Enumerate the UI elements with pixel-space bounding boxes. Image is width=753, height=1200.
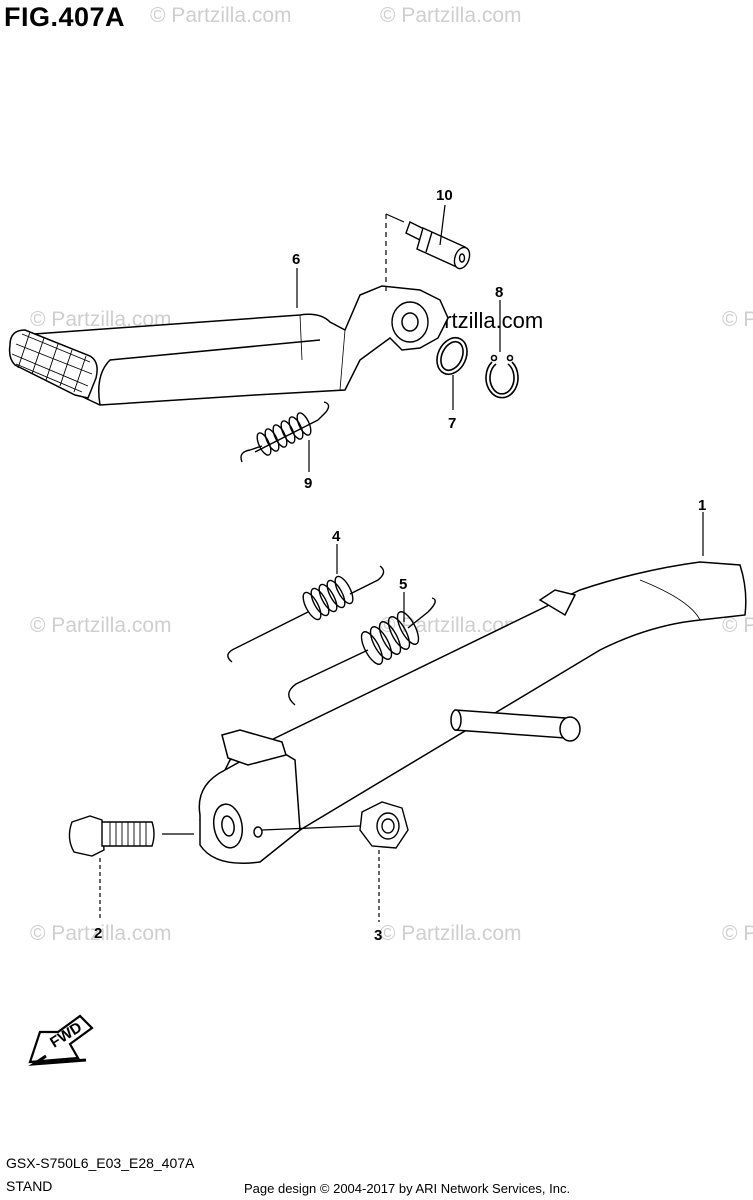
watermark: © Partzilla.com xyxy=(150,4,292,27)
copyright-notice: Page design © 2004-2017 by ARI Network S… xyxy=(244,1181,571,1196)
callout-10: 10 xyxy=(436,187,453,204)
part-9-spring xyxy=(240,401,330,463)
callout-2: 2 xyxy=(94,925,102,942)
callout-8: 8 xyxy=(495,284,503,301)
watermark: © Partzilla.com xyxy=(722,614,753,637)
callout-numbers: 1 2 3 4 5 6 7 8 9 10 xyxy=(94,187,706,944)
part-3-nut xyxy=(359,801,409,849)
watermarks: © Partzilla.com © Partzilla.com © Partzi… xyxy=(30,4,753,945)
watermark: © Partzilla.com xyxy=(380,922,522,945)
callout-7: 7 xyxy=(448,415,456,432)
watermark: © Partzilla.com xyxy=(380,614,522,637)
callout-1: 1 xyxy=(698,497,706,514)
part-7-washer xyxy=(436,336,468,376)
watermark: © Partzilla.com xyxy=(380,4,522,27)
part-8-circlip xyxy=(485,354,519,399)
callout-4: 4 xyxy=(332,528,341,545)
watermark: © Partzilla.com xyxy=(30,922,172,945)
part-2-bolt xyxy=(68,815,155,857)
callout-5: 5 xyxy=(399,576,407,593)
figure-title: FIG.407A xyxy=(4,2,126,32)
section-name: STAND xyxy=(6,1178,53,1194)
watermark: © Partzilla.com xyxy=(722,922,753,945)
callout-6: 6 xyxy=(292,251,300,268)
callout-3: 3 xyxy=(374,927,382,944)
leader-lines xyxy=(99,204,704,922)
watermark: © Partzilla.com xyxy=(30,308,172,331)
fwd-arrow-badge: FWD xyxy=(28,1014,94,1066)
part-10-adjuster xyxy=(405,221,471,270)
part-6-brake-pedal xyxy=(8,285,449,406)
callout-9: 9 xyxy=(304,475,312,492)
watermark: © Partzilla.com xyxy=(722,308,753,331)
part-1-side-stand xyxy=(198,561,747,864)
part-4-spring xyxy=(227,565,385,663)
model-code: GSX-S750L6_E03_E28_407A xyxy=(6,1155,195,1171)
part-5-spring xyxy=(288,597,436,706)
watermark: © Partzilla.com xyxy=(30,614,172,637)
